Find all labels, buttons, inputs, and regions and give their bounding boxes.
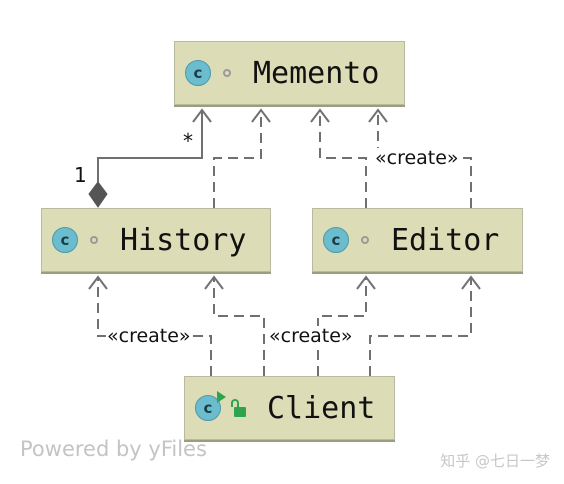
arrowhead — [310, 108, 330, 123]
class-node-history[interactable]: c History — [41, 208, 271, 272]
arrowhead — [204, 275, 224, 290]
composition-diamond — [88, 181, 108, 208]
package-visibility-icon — [90, 236, 98, 244]
package-visibility-icon — [223, 69, 231, 77]
class-icon-letter: c — [203, 399, 213, 417]
create-edge-client-editor — [317, 277, 367, 376]
create-label-client-editor: «create» — [268, 325, 354, 347]
create-label-client-history: «create» — [106, 325, 192, 347]
class-icon: c — [185, 60, 211, 86]
class-node-client[interactable]: c Client — [184, 376, 395, 440]
runnable-class-icon: c — [195, 391, 226, 421]
arrowhead — [251, 108, 271, 123]
class-name: History — [120, 222, 247, 258]
create-label-editor-memento: «create» — [374, 147, 460, 169]
run-arrow-icon — [217, 391, 226, 403]
dependency-edge-client-history — [213, 277, 265, 376]
class-node-memento[interactable]: c Memento — [174, 41, 405, 105]
class-name: Editor — [391, 222, 500, 258]
dependency-edge-client-editor — [369, 277, 472, 376]
multiplicity-source: 1 — [74, 163, 87, 187]
multiplicity-target: * — [183, 129, 193, 153]
arrowhead — [192, 108, 212, 123]
class-icon: c — [52, 227, 78, 253]
package-visibility-icon — [361, 236, 369, 244]
dependency-edge-history-memento — [213, 110, 262, 208]
class-node-editor[interactable]: c Editor — [312, 208, 523, 272]
arrowhead — [461, 275, 481, 290]
class-name: Client — [267, 390, 376, 426]
public-lock-icon — [231, 399, 246, 417]
watermark-label: 知乎 @七日一梦 — [440, 452, 550, 470]
composition-edge-history-memento — [97, 110, 203, 182]
class-icon: c — [323, 227, 349, 253]
powered-by-label: Powered by yFiles — [20, 437, 207, 461]
dependency-edge-editor-memento — [319, 110, 367, 208]
arrowhead — [88, 275, 108, 290]
class-name: Memento — [253, 55, 380, 91]
arrowhead — [368, 108, 388, 123]
arrowhead — [356, 275, 376, 290]
